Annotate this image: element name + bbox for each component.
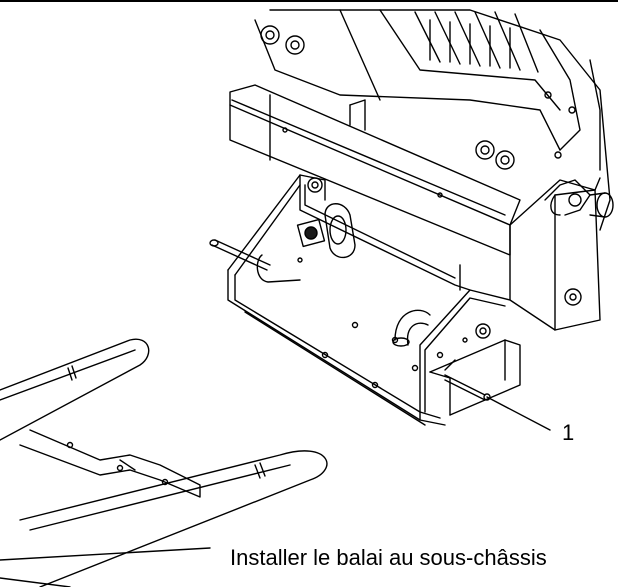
hook-pipe	[393, 310, 430, 346]
figure-caption: Installer le balai au sous-châssis	[230, 545, 547, 570]
sub-chassis-mount	[228, 175, 510, 425]
machine-housing	[255, 10, 610, 230]
top-rule	[0, 0, 618, 2]
broom-frame	[0, 339, 327, 587]
side-bracket	[510, 178, 613, 330]
lifting-eye	[298, 178, 355, 257]
locking-block	[430, 340, 520, 415]
callout-leader	[487, 397, 550, 430]
front-crossbar	[230, 85, 520, 255]
retaining-pin	[210, 240, 300, 282]
housing-bolts	[261, 26, 514, 169]
callout-label: 1	[562, 420, 575, 445]
